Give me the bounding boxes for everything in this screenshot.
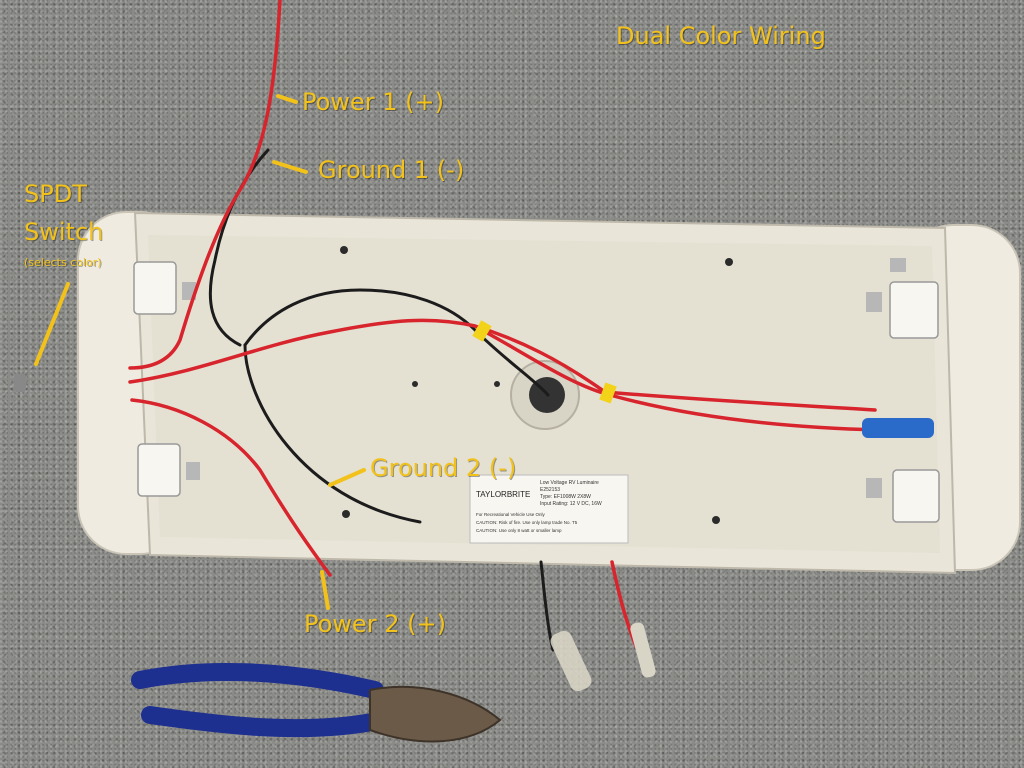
ground-2-label: Ground 2 (-)	[370, 454, 517, 482]
terminal-tab	[186, 462, 200, 480]
annotation-pointers	[34, 94, 366, 610]
power-branch-wire	[476, 326, 882, 432]
pointer-ground-1	[272, 160, 308, 174]
switch-note-label: (selects color)	[24, 256, 102, 269]
socket-top-right	[889, 281, 939, 339]
switch-label-line-2: Switch	[24, 218, 104, 246]
sticker-line-1: Low Voltage RV Luminaire	[540, 480, 599, 486]
spdt-switch	[14, 374, 26, 392]
power-main-wire	[128, 318, 877, 412]
sticker-line-4: Input Rating: 12 V DC, 16W	[540, 501, 602, 507]
pointer-power-1	[276, 94, 298, 104]
pointer-ground-2	[328, 468, 366, 487]
sticker-footer-3: CAUTION: Use only 8 watt or smaller lamp	[476, 528, 562, 533]
lamp-sockets	[133, 258, 940, 523]
plier-handle-top	[131, 662, 384, 699]
clear-connector-black	[550, 630, 592, 692]
ground-2-wire	[243, 343, 422, 524]
ground-loop-wire	[243, 288, 550, 397]
blue-crimp-connector	[862, 418, 934, 438]
sticker-brand: TAYLORBRITE	[476, 490, 530, 499]
sticker-footer-1: For Recreational Vehicle Use Only	[476, 512, 546, 517]
sticker-footer-2: CAUTION: Risk of fire. Use only lamp tra…	[476, 520, 578, 525]
screw-holes	[340, 246, 733, 524]
wire-splices	[472, 320, 934, 692]
switch-label-line-1: SPDT	[24, 180, 87, 208]
yellow-tape	[472, 320, 492, 342]
yellow-tape	[599, 382, 617, 404]
socket-bottom-left	[137, 443, 181, 497]
plier-handle-bottom	[141, 706, 381, 738]
plier-jaw	[369, 685, 502, 743]
ground-1-label: Ground 1 (-)	[318, 156, 465, 184]
terminal-tab	[866, 292, 882, 312]
power-1-wire	[128, 0, 282, 370]
product-sticker	[469, 474, 629, 544]
sticker-line-3: Type: EF1008W 2X8W	[540, 494, 591, 500]
pointer-power-2	[320, 570, 330, 610]
wire-cutters	[131, 662, 502, 743]
power-wires	[128, 0, 882, 677]
socket-top-left	[133, 261, 177, 315]
ground-lead-wire	[539, 560, 555, 652]
socket-bottom-right	[892, 469, 940, 523]
sticker-line-2: E252153	[540, 487, 560, 493]
power-2-wire	[130, 398, 332, 577]
power-1-label: Power 1 (+)	[302, 88, 444, 116]
terminal-tab	[890, 258, 906, 272]
title-label: Dual Color Wiring	[616, 22, 826, 50]
pointer-switch	[34, 282, 70, 366]
terminal-tab	[866, 478, 882, 498]
power-2-label: Power 2 (+)	[304, 610, 446, 638]
clear-connector-red	[630, 622, 656, 678]
